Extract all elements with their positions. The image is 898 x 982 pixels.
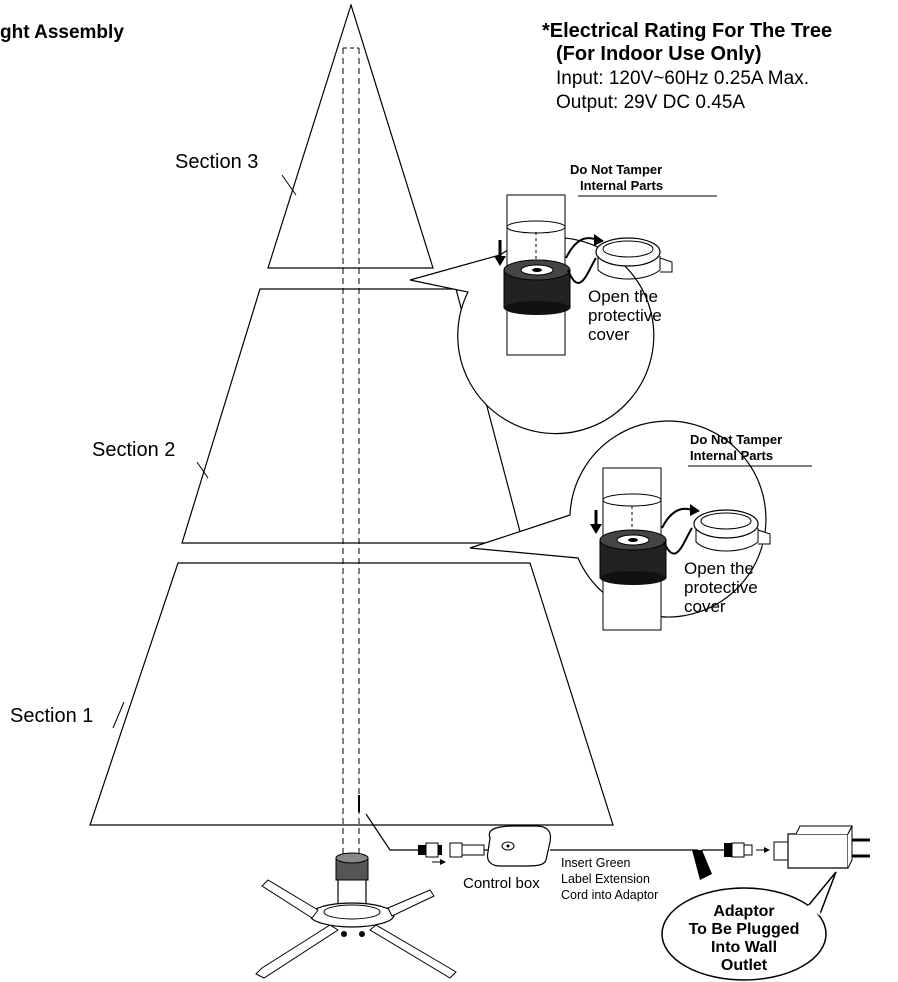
lower-open-2: protective xyxy=(684,578,758,597)
lower-warning-1: Do Not Tamper xyxy=(690,432,782,447)
connector-callout-upper: Do Not Tamper Internal Parts Open the pr… xyxy=(409,162,717,435)
adaptor-line-3: Into Wall xyxy=(711,939,777,956)
adaptor-line-2: To Be Plugged xyxy=(689,921,800,938)
upper-open-3: cover xyxy=(588,325,630,344)
instruction-line-2: Label Extension xyxy=(561,872,650,886)
upper-warning-1: Do Not Tamper xyxy=(570,162,662,177)
control-box: Control box xyxy=(463,825,552,892)
upper-warning-2: Internal Parts xyxy=(580,178,663,193)
electrical-rating: *Electrical Rating For The Tree (For Ind… xyxy=(542,20,832,113)
section-2-label: Section 2 xyxy=(92,439,175,461)
section-3-label: Section 3 xyxy=(175,151,258,173)
instruction-line-1: Insert Green xyxy=(561,856,631,870)
section-1-leader xyxy=(112,701,125,729)
center-pole xyxy=(342,47,360,870)
rating-subheading: (For Indoor Use Only) xyxy=(556,43,762,65)
upper-open-1: Open the xyxy=(588,287,658,306)
connector-callout-lower: Do Not Tamper Internal Parts Open the pr… xyxy=(469,420,812,631)
control-box-label: Control box xyxy=(463,875,540,892)
tree-section-1 xyxy=(89,562,614,826)
section-3-leader xyxy=(281,174,297,196)
rating-input: Input: 120V~60Hz 0.25A Max. xyxy=(556,68,809,89)
lower-warning-2: Internal Parts xyxy=(690,448,773,463)
adaptor-line-4: Outlet xyxy=(721,957,768,974)
adaptor-line-1: Adaptor xyxy=(713,903,774,920)
instruction-line-3: Cord into Adaptor xyxy=(561,888,658,902)
lower-open-1: Open the xyxy=(684,559,754,578)
section-1-label: Section 1 xyxy=(10,705,93,727)
tree-stand xyxy=(255,852,457,979)
power-adaptor xyxy=(773,825,870,869)
upper-open-2: protective xyxy=(588,306,662,325)
wiring xyxy=(358,795,492,865)
rating-heading: *Electrical Rating For The Tree xyxy=(542,20,832,42)
tree-section-3 xyxy=(267,2,434,269)
extension-cord xyxy=(550,842,770,880)
section-2-leader xyxy=(196,461,209,479)
page-title: ght Assembly xyxy=(0,22,124,43)
rating-output: Output: 29V DC 0.45A xyxy=(556,92,745,113)
adaptor-callout: Adaptor To Be Plugged Into Wall Outlet xyxy=(661,871,837,981)
lower-open-3: cover xyxy=(684,597,726,616)
